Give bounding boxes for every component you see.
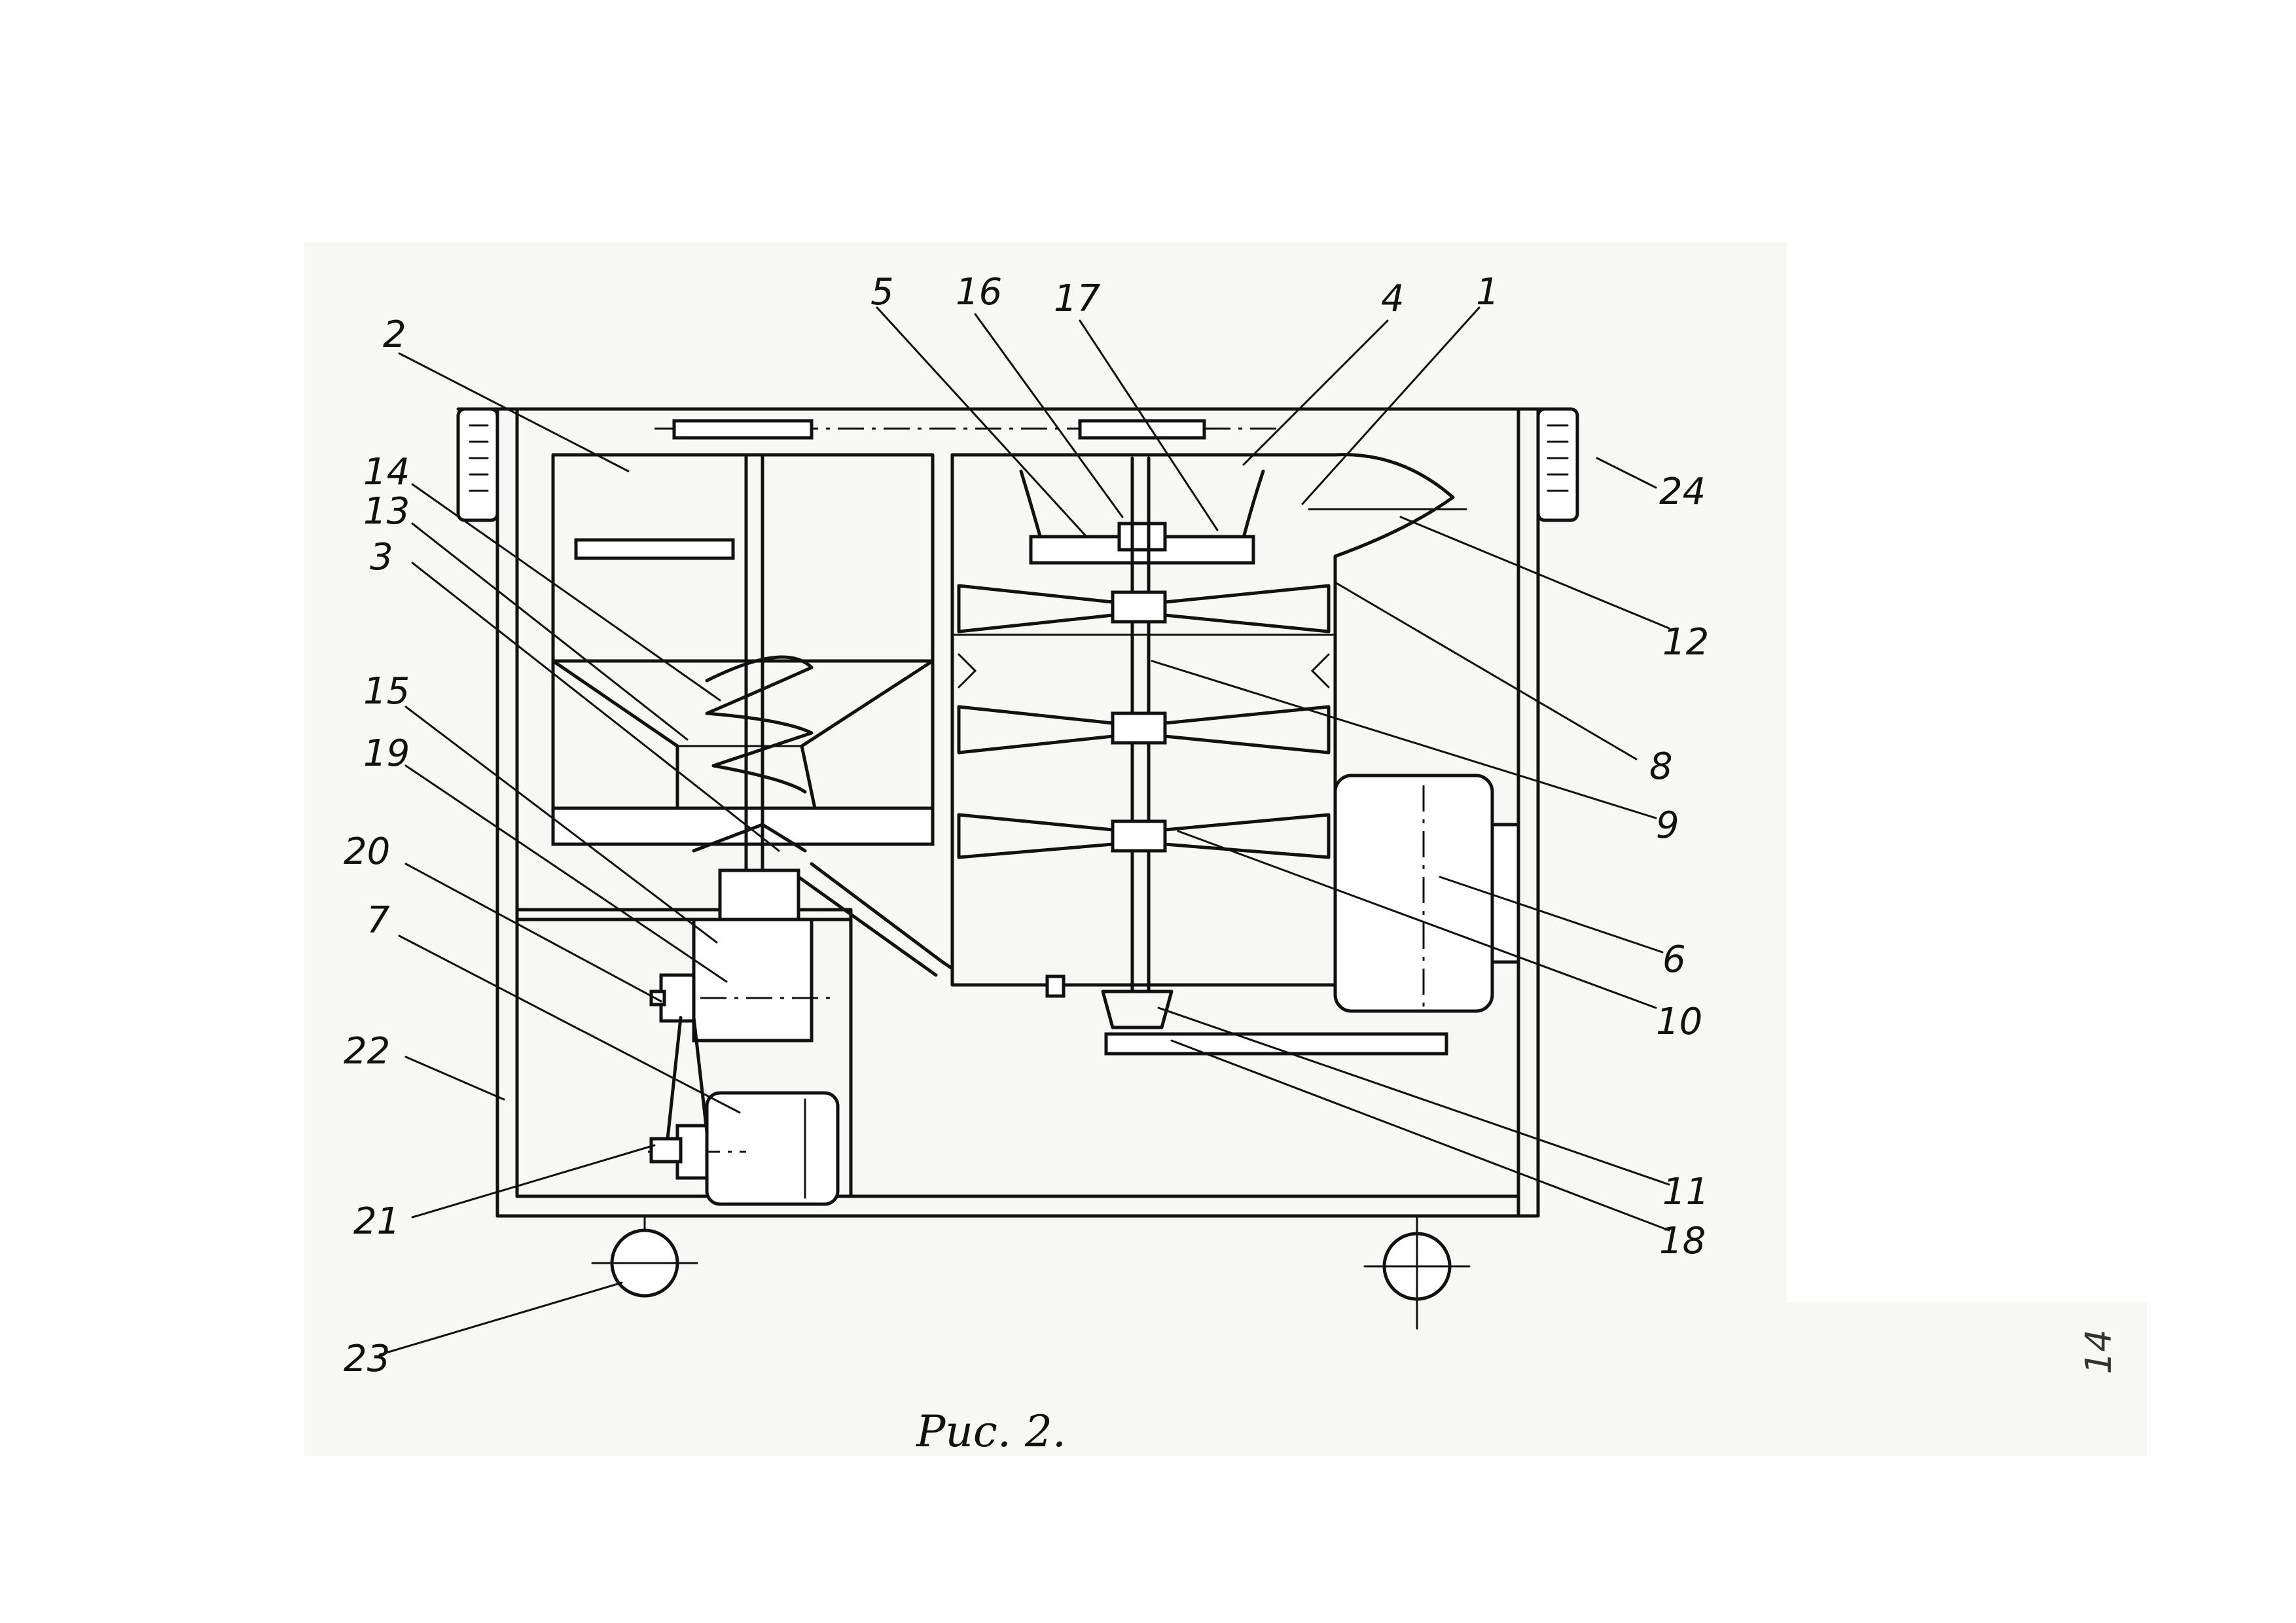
label-3: 3	[370, 536, 393, 579]
top-pulley-right	[1078, 419, 1206, 440]
label-10: 10	[1656, 1001, 1702, 1043]
housing	[456, 407, 1566, 1218]
label-19: 19	[363, 732, 410, 775]
label-15: 15	[363, 670, 410, 713]
leader-lines	[378, 306, 1670, 1356]
label-18: 18	[1659, 1220, 1706, 1262]
label-6: 6	[1662, 938, 1686, 981]
label-24: 24	[1659, 471, 1706, 513]
label-22: 22	[344, 1030, 390, 1073]
label-1: 1	[1476, 271, 1499, 313]
label-21: 21	[353, 1200, 400, 1243]
label-8: 8	[1649, 745, 1673, 788]
support-plate	[1104, 1032, 1448, 1056]
label-4: 4	[1381, 277, 1405, 320]
handle-left	[456, 407, 499, 522]
corner-page-mark: 14	[2078, 1329, 2119, 1374]
label-7: 7	[367, 899, 390, 942]
left-tank	[551, 453, 935, 872]
figure-caption: Рис. 2.	[916, 1406, 1066, 1457]
top-pulley-left	[672, 419, 814, 440]
label-23: 23	[344, 1338, 390, 1380]
outlet-spout	[1333, 453, 1455, 558]
labels: 2 5 16 17 4 1 24 14 13 3 12 8 15 9 19 20…	[344, 271, 1709, 1380]
label-9: 9	[1656, 804, 1679, 847]
wheel-left	[591, 1215, 698, 1298]
connecting-pipe	[810, 862, 954, 971]
label-11: 11	[1662, 1171, 1709, 1213]
label-12: 12	[1662, 621, 1709, 664]
label-5: 5	[870, 271, 894, 313]
motor-6	[1333, 774, 1520, 1013]
label-13: 13	[363, 490, 410, 533]
label-2: 2	[383, 313, 406, 356]
label-17: 17	[1054, 277, 1101, 320]
label-14: 14	[363, 451, 410, 493]
wheel-right	[1363, 1215, 1471, 1330]
label-16: 16	[956, 271, 1002, 313]
handle-right	[1536, 407, 1579, 522]
label-20: 20	[344, 830, 390, 873]
motor-7	[705, 1091, 840, 1206]
paper-area-corner	[1702, 1302, 2147, 1456]
